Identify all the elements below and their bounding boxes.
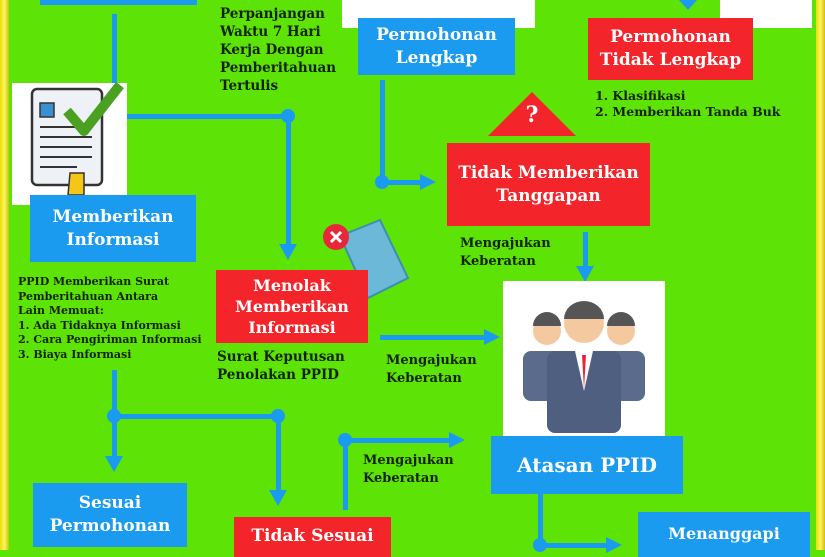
people-image xyxy=(503,281,665,436)
node-sesuai-permohonan: Sesuai Permohonan xyxy=(33,483,187,547)
note-perpanjangan: Perpanjangan Waktu 7 Hari Kerja Dengan P… xyxy=(220,6,337,94)
arrow-down xyxy=(279,244,297,260)
arrow-down xyxy=(576,266,594,282)
connector xyxy=(380,80,385,182)
arrow-right xyxy=(484,329,500,345)
node-menolak-memberikan-informasi: Menolak Memberikan Informasi xyxy=(216,270,368,343)
node-permohonan-tidak-lengkap: Permohonan Tidak Lengkap xyxy=(588,18,753,80)
connector xyxy=(538,494,543,546)
connector xyxy=(343,440,348,510)
right-border xyxy=(816,0,825,550)
note-ppid-surat: PPID Memberikan Surat Pemberitahuan Anta… xyxy=(18,275,202,361)
node-memberikan-informasi: Memberikan Informasi xyxy=(30,195,196,262)
arrow-right xyxy=(449,432,465,448)
connector xyxy=(583,232,588,268)
connector xyxy=(286,116,291,246)
note-tidak-lengkap-list: 1. Klasifikasi 2. Memberikan Tanda Buk xyxy=(595,88,781,119)
arrow-down xyxy=(269,490,287,506)
left-border xyxy=(0,0,9,550)
node-atasan-ppid: Atasan PPID xyxy=(491,436,683,494)
arrow-down xyxy=(679,0,697,10)
question-triangle-icon: ? xyxy=(488,92,576,136)
folder-reject-icon xyxy=(320,218,410,300)
arrow-right xyxy=(420,174,436,190)
connector xyxy=(345,438,451,443)
node-menanggapi: Menanggapi xyxy=(638,512,810,557)
note-surat-keputusan: Surat Keputusan Penolakan PPID xyxy=(217,349,345,383)
question-mark: ? xyxy=(525,102,539,128)
note-keberatan-2: Mengajukan Keberatan xyxy=(386,353,477,386)
arrow-right xyxy=(606,537,622,553)
top-left-box xyxy=(40,0,197,5)
note-keberatan-3: Mengajukan Keberatan xyxy=(363,453,454,486)
connector xyxy=(382,180,422,185)
connector xyxy=(114,414,278,419)
connector xyxy=(114,114,288,119)
note-keberatan-1: Mengajukan Keberatan xyxy=(460,236,551,269)
connector xyxy=(540,543,608,548)
connector xyxy=(276,416,281,492)
arrow-down xyxy=(105,456,123,472)
document-check-image xyxy=(12,81,127,205)
node-tidak-memberikan-tanggapan: Tidak Memberikan Tanggapan xyxy=(447,143,650,226)
connector xyxy=(380,335,486,340)
node-tidak-sesuai: Tidak Sesuai xyxy=(234,517,391,557)
node-permohonan-lengkap: Permohonan Lengkap xyxy=(358,18,515,75)
junction-dot xyxy=(107,409,121,423)
